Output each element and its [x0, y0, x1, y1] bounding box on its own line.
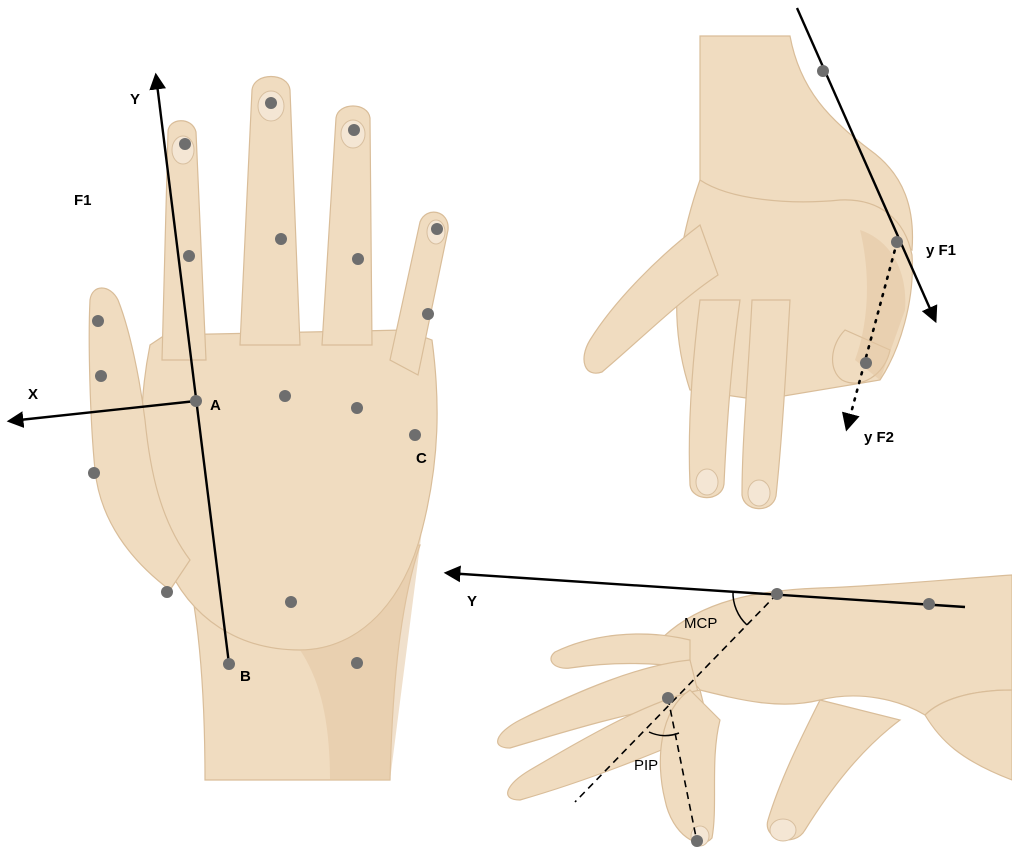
- dorsal-view: F1 Y X A B C: [10, 76, 448, 780]
- marker: [662, 692, 674, 704]
- flexed-view: y F1 y F2: [584, 8, 956, 509]
- marker: [92, 315, 104, 327]
- label-y-dorsal: Y: [130, 91, 140, 108]
- marker: [422, 308, 434, 320]
- marker-a: [190, 395, 202, 407]
- marker: [95, 370, 107, 382]
- label-pip: PIP: [634, 757, 658, 774]
- label-b: B: [240, 668, 251, 685]
- marker: [183, 250, 195, 262]
- marker: [891, 236, 903, 248]
- marker: [265, 97, 277, 109]
- marker: [860, 357, 872, 369]
- label-y-f2: y F2: [864, 429, 894, 446]
- marker: [817, 65, 829, 77]
- lateral-hand-illustration: [498, 575, 1012, 846]
- marker: [348, 124, 360, 136]
- label-c: C: [416, 450, 427, 467]
- marker: [691, 835, 703, 847]
- marker: [923, 598, 935, 610]
- marker: [431, 223, 443, 235]
- lateral-view: Y MCP PIP: [447, 573, 1012, 847]
- dorsal-hand-illustration: [89, 77, 448, 781]
- marker: [352, 253, 364, 265]
- label-y-lateral: Y: [467, 593, 477, 610]
- marker: [351, 402, 363, 414]
- marker: [275, 233, 287, 245]
- label-mcp: MCP: [684, 615, 717, 632]
- marker: [351, 657, 363, 669]
- marker: [285, 596, 297, 608]
- marker-c: [409, 429, 421, 441]
- marker: [88, 467, 100, 479]
- label-f1: F1: [74, 192, 92, 209]
- label-a: A: [210, 397, 221, 414]
- marker: [161, 586, 173, 598]
- label-y-f1: y F1: [926, 242, 956, 259]
- marker: [179, 138, 191, 150]
- label-x: X: [28, 386, 38, 403]
- marker: [771, 588, 783, 600]
- marker-b: [223, 658, 235, 670]
- marker: [279, 390, 291, 402]
